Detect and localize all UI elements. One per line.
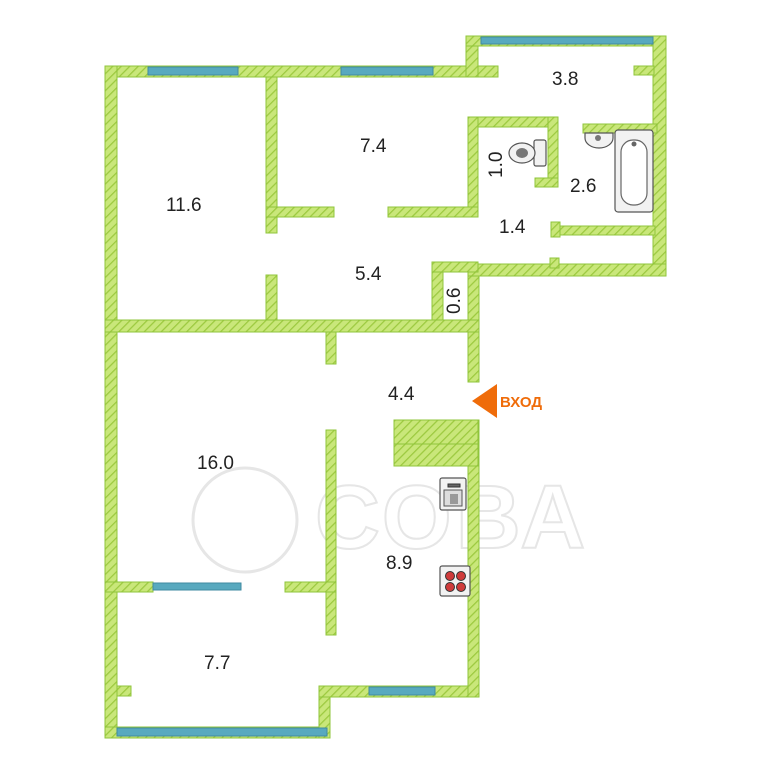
room-8-9-area: 8.9 [386, 553, 412, 574]
room-1-4-area: 1.4 [499, 217, 526, 238]
window-bottom-left [116, 727, 328, 737]
washing-machine-icon [439, 477, 467, 511]
window-top-right [480, 36, 654, 45]
entry-marker: ВХОД [472, 384, 542, 418]
entry-arrow-icon [472, 384, 497, 418]
room-7-7-area: 7.7 [204, 653, 230, 674]
window-kitchen [368, 686, 436, 696]
entry-label: ВХОД [500, 394, 542, 411]
window-top-middle [340, 66, 434, 76]
room-7-4-area: 7.4 [360, 136, 387, 157]
room-3-8-area: 3.8 [552, 69, 578, 90]
window-top-left [147, 66, 239, 76]
room-0-6-area: 0.6 [444, 288, 465, 314]
bathtub-icon [614, 129, 654, 213]
windows [116, 36, 654, 737]
room-labels: 11.6 7.4 3.8 1.0 2.6 1.4 5.4 0.6 4.4 16.… [166, 69, 596, 674]
room-16-0-area: 16.0 [197, 453, 234, 474]
room-4-4-area: 4.4 [388, 384, 415, 405]
room-11-6-area: 11.6 [166, 195, 202, 216]
room-5-4-area: 5.4 [355, 264, 382, 285]
toilet-icon [508, 139, 547, 167]
room-1-0-area: 1.0 [486, 152, 507, 178]
window-bedroom-divider [152, 582, 242, 591]
stove-icon [439, 565, 471, 597]
sink-icon [584, 132, 614, 149]
room-2-6-area: 2.6 [570, 176, 596, 197]
